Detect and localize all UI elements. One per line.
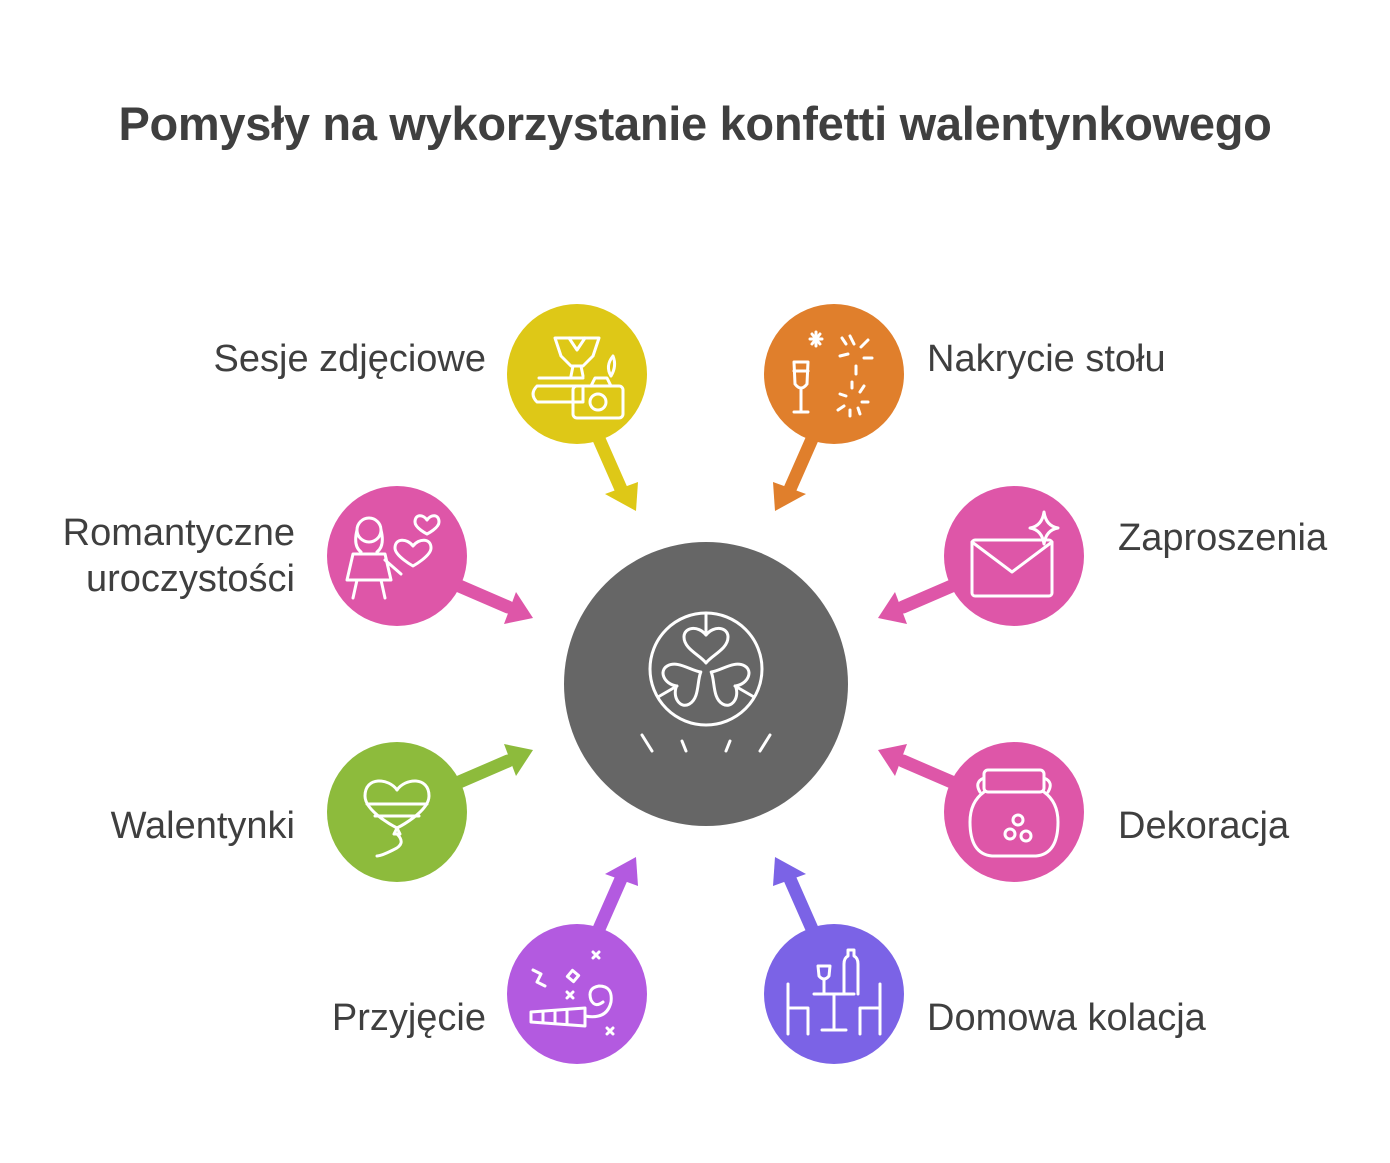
arrow [450,754,515,790]
item-label: Przyjęcie [332,997,486,1039]
item-label-line2: uroczystości [86,558,295,600]
item-circle [327,742,467,882]
item-sesje-zdjeciowe: Sesje zdjęciowe [214,304,647,511]
item-label: Nakrycie stołu [927,338,1166,380]
item-circle [327,486,467,626]
camera-photoshoot-icon [531,336,625,420]
arrowhead [504,592,533,624]
center-circle [564,542,848,826]
item-label: Domowa kolacja [927,997,1207,1039]
item-label: Romantyczne [63,512,295,554]
item-label: Zaproszenia [1118,517,1328,559]
item-label: Sesje zdjęciowe [214,338,486,380]
woman-hearts-icon [345,514,441,600]
champagne-fireworks-icon [792,330,874,418]
item-romantyczne-uroczystosci: Romantyczne uroczystości [63,486,533,626]
arrow [896,578,961,614]
item-label: Dekoracja [1118,805,1290,847]
item-zaproszenia: Zaproszenia [878,486,1328,626]
dinner-table-icon [786,948,882,1036]
arrowhead [605,857,638,886]
arrowhead [504,744,533,776]
arrow [896,754,961,790]
heart-balloon-icon [363,779,431,858]
item-walentynki: Walentynki [111,742,533,882]
confetti-ball-hearts-icon [640,611,772,753]
arrowhead [878,592,907,624]
center-node [564,542,848,826]
item-nakrycie-stolu: Nakrycie stołu [764,304,1166,511]
arrow [450,578,515,614]
envelope-sparkle-icon [970,510,1060,598]
item-domowa-kolacja: Domowa kolacja [764,857,1207,1064]
arrowhead [773,482,806,511]
page-title: Pomysły na wykorzystanie konfetti walent… [118,97,1272,150]
item-circle [944,486,1084,626]
arrowhead [605,482,638,511]
arrowhead [773,857,806,886]
item-circle [507,924,647,1064]
item-przyjecie: Przyjęcie [332,857,647,1064]
item-circle [764,304,904,444]
item-circle [507,304,647,444]
arrowhead [878,744,907,776]
item-circle [944,742,1084,882]
item-label: Walentynki [111,805,295,847]
party-horn-icon [529,950,615,1036]
item-dekoracja: Dekoracja [878,742,1290,882]
jar-icon [968,768,1060,858]
